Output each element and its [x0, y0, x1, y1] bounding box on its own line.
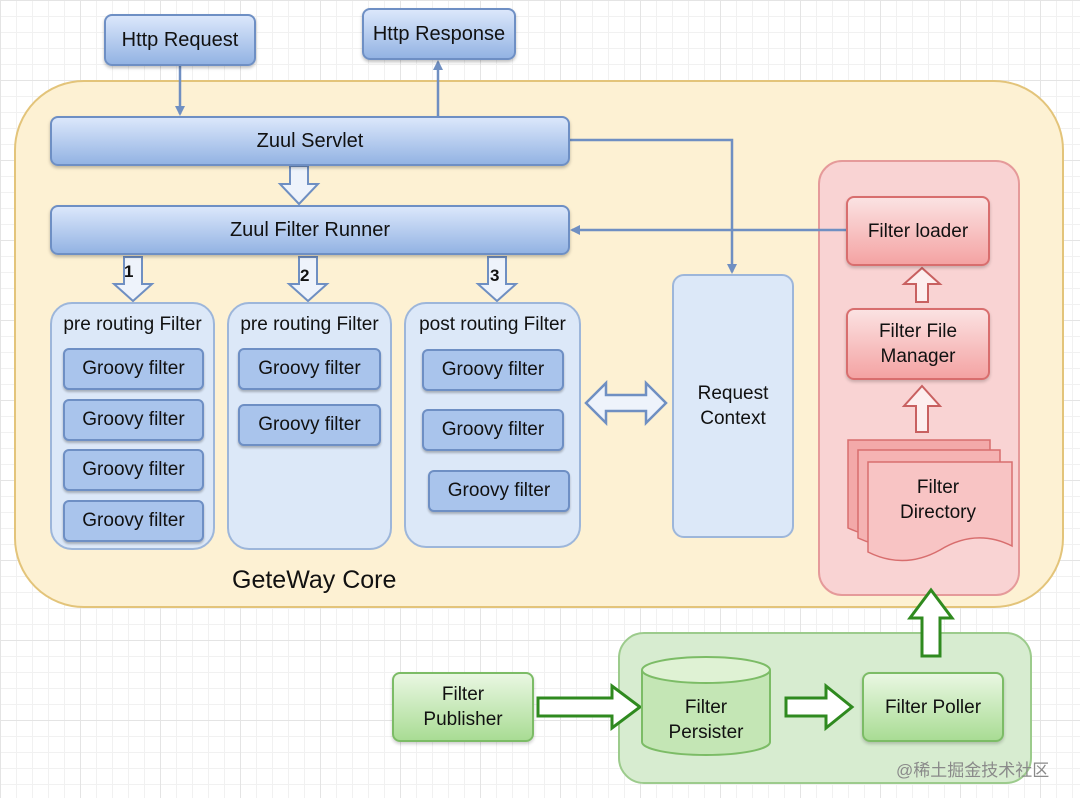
zuul-filter-runner-label: Zuul Filter Runner — [229, 218, 391, 241]
http-request-box: Http Request — [104, 14, 256, 66]
servlet-to-context-arrow — [570, 138, 737, 274]
filter-group: post routing Filter Groovy filter Groovy… — [404, 302, 581, 548]
http-request-label: Http Request — [121, 28, 239, 51]
filter-loader-label: Filter loader — [867, 220, 969, 242]
groovy-filter: Groovy filter — [238, 404, 381, 446]
request-context-label-line1: Request — [697, 383, 769, 404]
groovy-filter: Groovy filter — [63, 348, 204, 390]
directory-to-manager-arrow — [901, 384, 943, 433]
request-context-box: Request Context — [672, 274, 794, 538]
filter-publisher-label-line1: Filter — [441, 684, 485, 705]
publisher-to-persister-arrow — [536, 683, 643, 731]
filter-file-manager-box: Filter File Manager — [846, 308, 990, 380]
groovy-filter: Groovy filter — [63, 500, 204, 542]
filter-group: pre routing Filter Groovy filter Groovy … — [227, 302, 392, 550]
filter-persister-label-line1: Filter — [684, 697, 728, 718]
filter-file-manager-label-line1: Filter File — [878, 321, 958, 342]
poller-to-directory-arrow — [907, 587, 955, 658]
servlet-to-runner-hollow-arrow — [277, 165, 321, 206]
watermark-text: @稀土掘金技术社区 — [896, 761, 1050, 780]
groovy-filter: Groovy filter — [422, 409, 564, 451]
groovy-filter: Groovy filter — [422, 349, 564, 391]
groovy-filter: Groovy filter — [63, 449, 204, 491]
zuul-servlet-bar: Zuul Servlet — [50, 116, 570, 166]
step-number: 2 — [300, 266, 310, 285]
filter-file-manager-label-line2: Manager — [880, 346, 956, 367]
filter-directory-label: Filter Directory — [868, 474, 1008, 526]
runner-to-group3-arrow — [475, 256, 519, 303]
request-context-label-line2: Context — [700, 408, 766, 429]
filter-group-title: post routing Filter — [419, 314, 566, 335]
filter-publisher-label-line2: Publisher — [423, 709, 503, 730]
zuul-filter-runner-bar: Zuul Filter Runner — [50, 205, 570, 255]
filter-loader-box: Filter loader — [846, 196, 990, 266]
groovy-filter: Groovy filter — [428, 470, 570, 512]
filter-persister-cylinder — [641, 656, 771, 756]
filter-group: pre routing Filter Groovy filter Groovy … — [50, 302, 215, 550]
persister-to-poller-arrow — [784, 682, 855, 732]
filter-poller-box: Filter Poller — [862, 672, 1004, 742]
manager-to-loader-arrow — [901, 266, 943, 303]
filter-publisher-box: Filter Publisher — [392, 672, 534, 742]
filter-poller-label: Filter Poller — [884, 696, 982, 718]
filter-group-title: pre routing Filter — [63, 314, 202, 335]
groovy-filter: Groovy filter — [238, 348, 381, 390]
filter-persister-label: Filter Persister — [642, 694, 770, 746]
http-response-label: Http Response — [372, 22, 506, 45]
step-number: 1 — [124, 262, 134, 281]
groovy-filter: Groovy filter — [63, 399, 204, 441]
filter-directory-label-line1: Filter — [916, 477, 960, 498]
filter-persister-label-line2: Persister — [668, 722, 744, 743]
zuul-servlet-label: Zuul Servlet — [256, 129, 364, 152]
step-number: 3 — [490, 266, 500, 285]
runner-to-group1-arrow — [111, 256, 155, 303]
http-response-box: Http Response — [362, 8, 516, 60]
gateway-core-label: GeteWay Core — [232, 565, 397, 594]
groups-context-double-arrow — [584, 379, 668, 427]
runner-to-group2-arrow — [286, 256, 330, 303]
filter-directory-label-line2: Directory — [899, 502, 976, 523]
filter-directory-shape — [847, 439, 1013, 562]
filter-group-title: pre routing Filter — [240, 314, 379, 335]
